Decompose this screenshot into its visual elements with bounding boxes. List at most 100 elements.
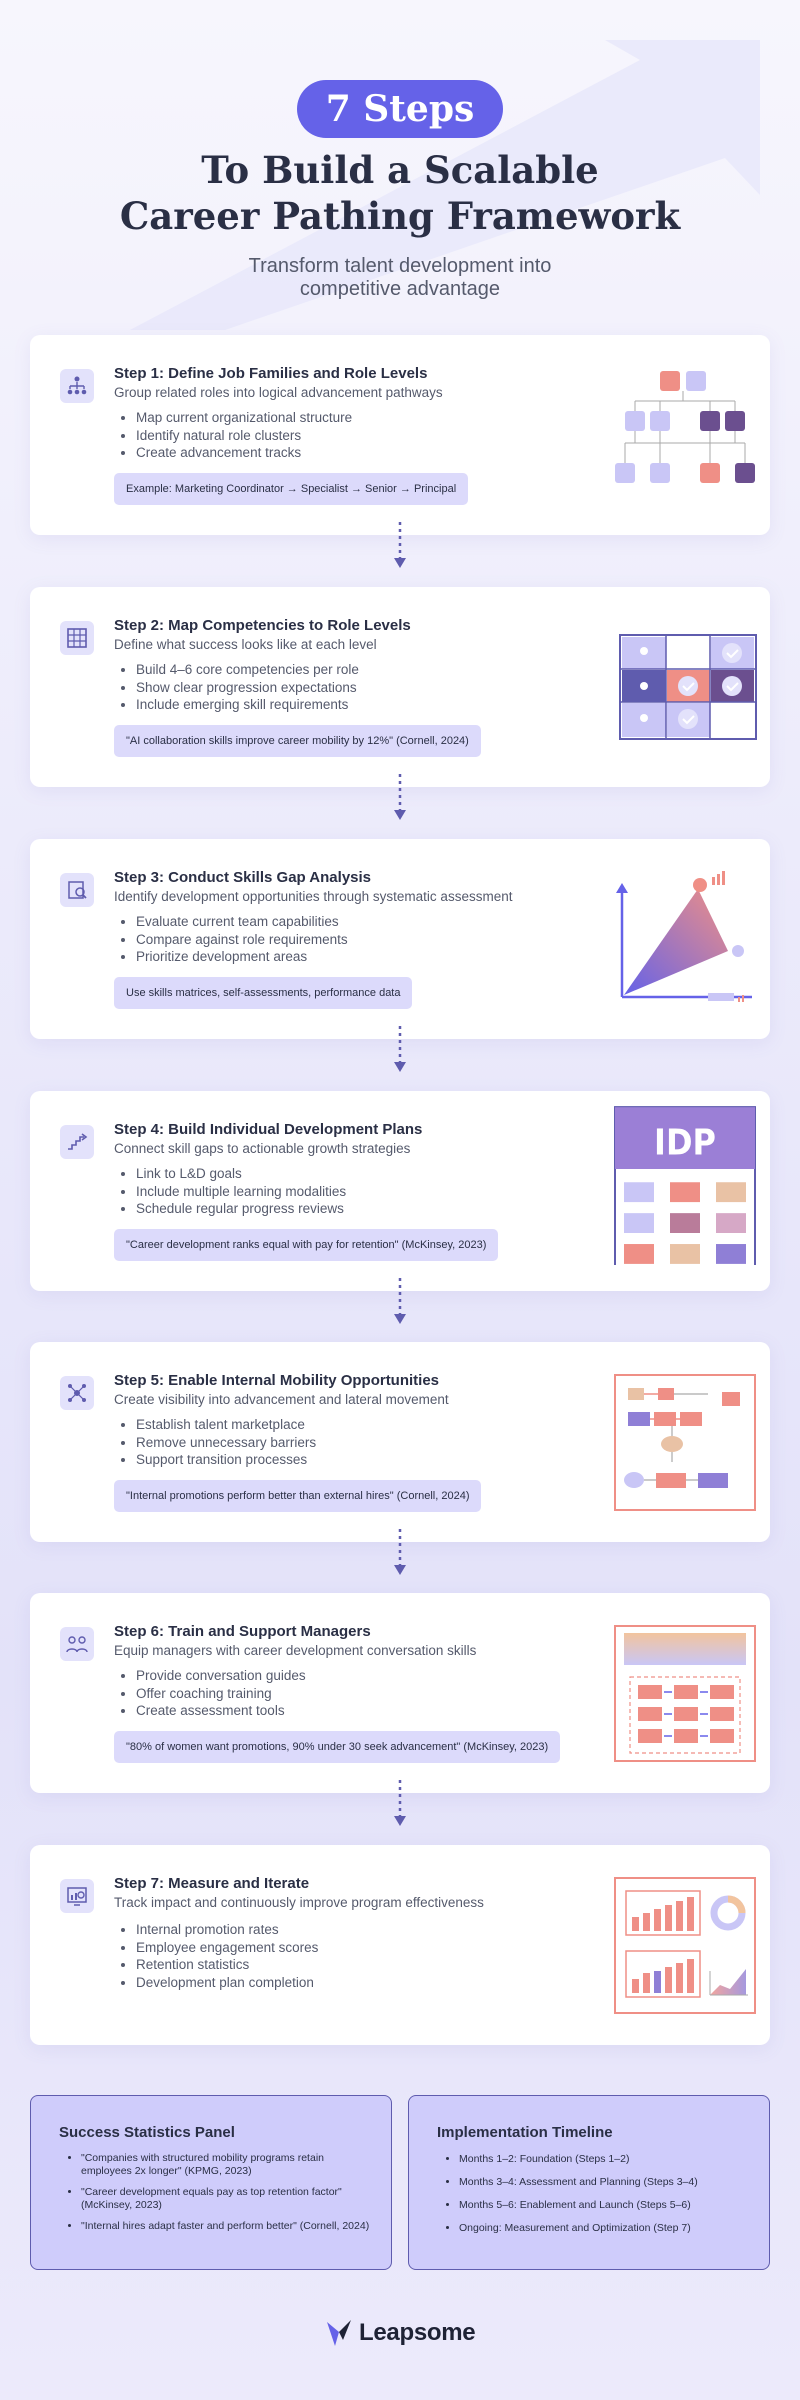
list-item: Support transition processes [136, 1451, 316, 1469]
list-item: Offer coaching training [136, 1685, 306, 1703]
grid-icon [60, 621, 94, 655]
list-item: Employee engagement scores [136, 1939, 318, 1957]
idp-document-illustration: IDP [614, 1106, 756, 1265]
step-card-1: Step 1: Define Job Families and Role Lev… [30, 335, 770, 535]
org-chart-icon [60, 369, 94, 403]
list-item: "Career development equals pay as top re… [81, 2186, 371, 2212]
step-note: "AI collaboration skills improve career … [114, 725, 481, 757]
mobility-flowchart-illustration [614, 1374, 756, 1511]
list-item: Evaluate current team capabilities [136, 913, 348, 931]
list-item: Compare against role requirements [136, 931, 348, 949]
list-item: Months 3–4: Assessment and Planning (Ste… [459, 2175, 749, 2189]
step-bullets: Provide conversation guides Offer coachi… [136, 1667, 306, 1720]
step-title: Step 6: Train and Support Managers [114, 1623, 371, 1640]
list-item: Months 5–6: Enablement and Launch (Steps… [459, 2198, 749, 2212]
step-subtitle: Connect skill gaps to actionable growth … [114, 1141, 411, 1156]
success-statistics-panel: Success Statistics Panel "Companies with… [30, 2095, 392, 2270]
growth-arrow-graphic [130, 40, 760, 330]
step-connector [394, 1780, 406, 1826]
step-note: Example: Marketing Coordinator → Special… [114, 473, 469, 505]
step-subtitle: Identify development opportunities throu… [114, 889, 513, 904]
dashboard-icon [60, 1879, 94, 1913]
leapsome-logo: Leapsome [325, 2318, 476, 2348]
list-item: Establish talent marketplace [136, 1416, 316, 1434]
gap-triangle-illustration [616, 871, 752, 1002]
step-subtitle: Track impact and continuously improve pr… [114, 1895, 484, 1910]
logo-text: Leapsome [359, 2319, 476, 2346]
list-item: "Internal hires adapt faster and perform… [81, 2220, 371, 2233]
list-item: Build 4–6 core competencies per role [136, 661, 359, 679]
leapsome-logo-icon [327, 2320, 351, 2346]
list-item: Prioritize development areas [136, 948, 348, 966]
page-subtitle-line2: competitive advantage [299, 278, 501, 300]
step-bullets: Evaluate current team capabilities Compa… [136, 913, 348, 966]
step-note: "Career development ranks equal with pay… [114, 1229, 499, 1261]
implementation-timeline-panel: Implementation Timeline Months 1–2: Foun… [408, 2095, 770, 2270]
list-item: Provide conversation guides [136, 1667, 306, 1685]
page-subtitle: Transform talent development into [248, 255, 552, 277]
step-card-5: Step 5: Enable Internal Mobility Opportu… [30, 1342, 770, 1542]
panel-title: Success Statistics Panel [59, 2124, 235, 2141]
step-subtitle: Define what success looks like at each l… [114, 637, 377, 652]
step-card-3: Step 3: Conduct Skills Gap Analysis Iden… [30, 839, 770, 1039]
step-title: Step 1: Define Job Families and Role Lev… [114, 365, 428, 382]
step-title: Step 2: Map Competencies to Role Levels [114, 617, 411, 634]
step-note: "Internal promotions perform better than… [114, 1480, 482, 1512]
list-item: Include emerging skill requirements [136, 696, 359, 714]
step-subtitle: Equip managers with career development c… [114, 1643, 477, 1658]
list-item: "Companies with structured mobility prog… [81, 2152, 371, 2178]
hero: 7 Steps To Build a Scalable Career Pathi… [0, 0, 800, 330]
analysis-icon [60, 873, 94, 907]
list-item: Retention statistics [136, 1956, 318, 1974]
network-icon [60, 1376, 94, 1410]
panel-title: Implementation Timeline [437, 2124, 613, 2141]
step-title: Step 3: Conduct Skills Gap Analysis [114, 869, 372, 886]
list-item: Create advancement tracks [136, 444, 352, 462]
list-item: Map current organizational structure [136, 409, 352, 427]
metrics-dashboard-illustration [614, 1877, 756, 2014]
step-connector [394, 1278, 406, 1324]
stats-list: "Companies with structured mobility prog… [81, 2152, 371, 2241]
idp-label: IDP [654, 1122, 716, 1163]
list-item: Show clear progression expectations [136, 679, 359, 697]
list-item: Remove unnecessary barriers [136, 1434, 316, 1452]
step-title: Step 5: Enable Internal Mobility Opportu… [114, 1372, 440, 1389]
step-card-4: Step 4: Build Individual Development Pla… [30, 1091, 770, 1291]
list-item: Include multiple learning modalities [136, 1183, 346, 1201]
people-icon [60, 1627, 94, 1661]
steps-badge: 7 Steps [297, 80, 503, 138]
step-title: Step 7: Measure and Iterate [114, 1875, 310, 1892]
org-tree-illustration [615, 371, 755, 483]
list-item: Development plan completion [136, 1974, 318, 1992]
page-title: To Build a Scalable [201, 148, 599, 192]
step-title: Step 4: Build Individual Development Pla… [114, 1121, 423, 1138]
list-item: Months 1–2: Foundation (Steps 1–2) [459, 2152, 749, 2166]
step-note: Use skills matrices, self-assessments, p… [114, 977, 413, 1009]
step-bullets: Map current organizational structure Ide… [136, 409, 352, 462]
step-card-2: Step 2: Map Competencies to Role Levels … [30, 587, 770, 787]
list-item: Identify natural role clusters [136, 427, 352, 445]
step-connector [394, 522, 406, 568]
growth-path-icon [60, 1125, 94, 1159]
step-bullets: Build 4–6 core competencies per role Sho… [136, 661, 359, 714]
list-item: Ongoing: Measurement and Optimization (S… [459, 2221, 749, 2235]
step-connector [394, 1529, 406, 1575]
list-item: Schedule regular progress reviews [136, 1200, 346, 1218]
step-bullets: Establish talent marketplace Remove unne… [136, 1416, 316, 1469]
list-item: Internal promotion rates [136, 1921, 318, 1939]
step-card-6: Step 6: Train and Support Managers Equip… [30, 1593, 770, 1793]
step-note: "80% of women want promotions, 90% under… [114, 1731, 561, 1763]
competency-matrix-illustration [619, 634, 757, 740]
step-card-7: Step 7: Measure and Iterate Track impact… [30, 1845, 770, 2045]
list-item: Create assessment tools [136, 1702, 306, 1720]
step-subtitle: Create visibility into advancement and l… [114, 1392, 449, 1407]
page-title-line2: Career Pathing Framework [119, 194, 681, 238]
step-bullets: Internal promotion rates Employee engage… [136, 1921, 318, 1991]
step-bullets: Link to L&D goals Include multiple learn… [136, 1165, 346, 1218]
step-subtitle: Group related roles into logical advance… [114, 385, 443, 400]
list-item: Link to L&D goals [136, 1165, 346, 1183]
timeline-list: Months 1–2: Foundation (Steps 1–2) Month… [459, 2152, 749, 2243]
manager-guide-illustration [614, 1625, 756, 1762]
step-connector [394, 774, 406, 820]
step-connector [394, 1026, 406, 1072]
